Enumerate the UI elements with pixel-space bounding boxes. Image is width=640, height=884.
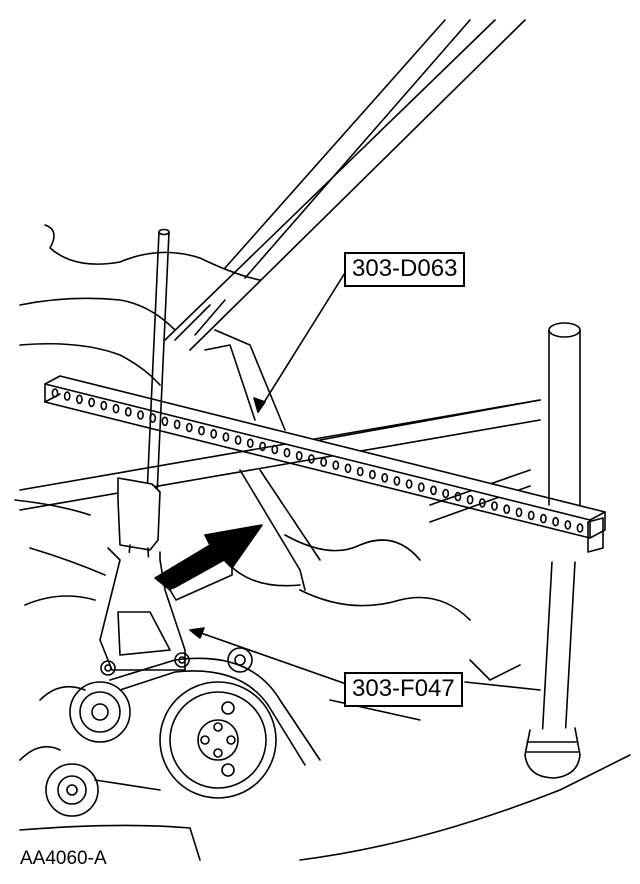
bar-hole (271, 444, 279, 455)
bar-hole (368, 469, 376, 480)
bar-hole (173, 419, 181, 430)
vehicle-frame-rails (19, 19, 541, 511)
bar-hole (442, 488, 450, 499)
bar-hole (63, 391, 71, 401)
bar-hole (527, 510, 535, 521)
bar-hole (76, 394, 83, 405)
pulleys-and-belt (19, 647, 321, 817)
bar-hole (454, 491, 462, 502)
bar-hole (246, 438, 254, 449)
lifting-rod (117, 228, 170, 609)
bar-hole (564, 520, 572, 530)
bar-hole (161, 416, 169, 427)
callout-303-D063: 303-D063 (344, 252, 466, 287)
engine-bracket (99, 547, 190, 676)
bar-hole (210, 428, 218, 439)
support-post (524, 322, 604, 779)
bar-hole (332, 460, 340, 471)
bar-hole (576, 523, 584, 533)
bar-hole (100, 400, 108, 411)
bar-hole (88, 397, 95, 408)
bar-hole (307, 454, 315, 464)
bar-hole (417, 482, 425, 493)
lifting-bar (44, 375, 606, 539)
bar-hole (112, 403, 120, 414)
bar-hole (283, 447, 291, 458)
bar-hole (234, 435, 242, 445)
bar-hole (51, 388, 59, 398)
bar-hole (381, 472, 389, 483)
bar-hole (515, 507, 523, 518)
bar-hole (320, 457, 327, 467)
bar-hole (503, 504, 511, 515)
bar-hole (295, 450, 303, 461)
bar-hole (344, 463, 352, 474)
bar-hole (356, 466, 364, 477)
bar-hole (552, 516, 559, 527)
bar-hole (124, 406, 132, 417)
direction-arrow (154, 524, 263, 601)
bar-hole (491, 501, 498, 511)
lifting-bar-holes (51, 388, 584, 533)
bar-hole (185, 422, 193, 433)
callout-leader-lines (189, 267, 541, 691)
bar-hole (540, 513, 547, 524)
bar-hole (393, 476, 401, 486)
engine-background-lines (14, 224, 631, 861)
bar-hole (478, 498, 486, 508)
callout-303-F047: 303-F047 (344, 672, 463, 707)
bar-hole (466, 494, 474, 505)
figure-id: AA4060-A (20, 848, 107, 869)
bar-hole (198, 425, 205, 436)
bar-hole (405, 479, 413, 489)
bar-hole (222, 432, 230, 442)
bar-hole (430, 485, 437, 496)
bar-hole (259, 441, 266, 452)
bar-hole (137, 410, 144, 420)
